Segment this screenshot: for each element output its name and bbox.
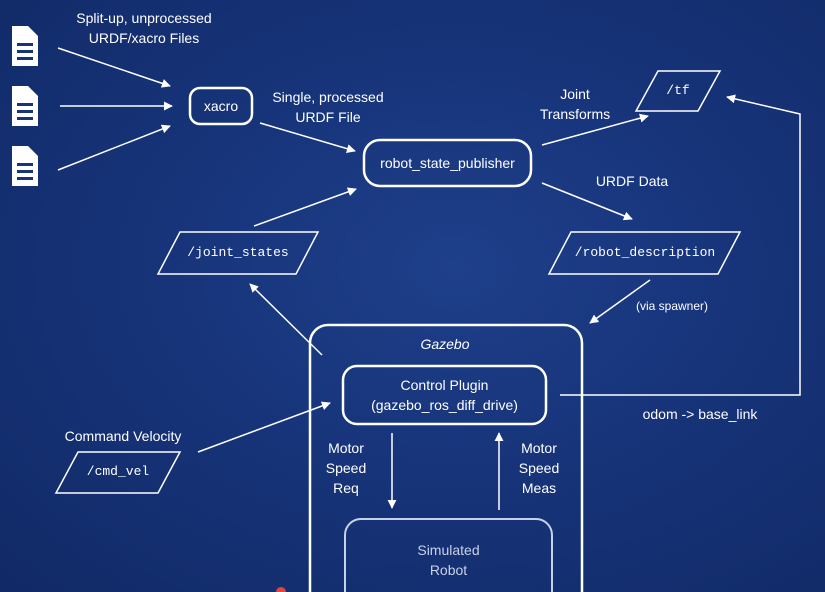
motor-speed-meas-label: Motor Speed Meas — [518, 440, 560, 496]
rsp-node — [362, 138, 533, 188]
gazebo-box — [308, 323, 584, 592]
arrow-odom-to-tf — [560, 94, 801, 396]
control-plugin-label: Control Plugin (gazebo_ros_diff_drive) — [371, 377, 518, 413]
cmd-vel-topic-label: /cmd_vel — [86, 464, 150, 479]
file-icon — [12, 26, 38, 66]
via-spawner-label: (via spawner) — [635, 299, 709, 313]
arrow-xacro-to-rsp — [259, 122, 356, 154]
split-files-label: Split-up, unprocessed URDF/xacro Files — [76, 10, 212, 46]
arrow-robot-description-to-gazebo — [589, 279, 651, 324]
odom-label: odom -> base_link — [642, 406, 758, 422]
motor-speed-req-label: Motor Speed Req — [325, 440, 367, 496]
rsp-label: robot_state_publisher — [380, 155, 515, 171]
joint-transforms-label: Joint Transforms — [539, 86, 611, 122]
robot-description-topic-label: /robot_description — [574, 245, 716, 260]
arrow-rsp-to-robot-description — [541, 182, 633, 221]
simulated-robot-node — [344, 518, 553, 592]
cursor-dot — [276, 587, 286, 592]
urdf-data-label: URDF Data — [595, 173, 669, 189]
file-icon — [12, 146, 38, 186]
arrow-file3-to-xacro — [57, 124, 171, 171]
single-file-label: Single, processed URDF File — [272, 89, 384, 125]
arrow-rsp-to-tf — [541, 113, 649, 146]
gazebo-title: Gazebo — [420, 336, 470, 352]
tf-topic — [634, 70, 722, 112]
control-plugin-node — [341, 364, 548, 426]
joint-states-topic — [156, 231, 320, 275]
cmd-vel-topic — [54, 451, 182, 494]
file-icon — [12, 86, 38, 126]
arrow-cmd-vel-to-control-plugin — [197, 401, 331, 453]
tf-topic-label: /tf — [666, 83, 690, 98]
arrow-joint-states-to-rsp — [253, 187, 357, 227]
joint-states-topic-label: /joint_states — [187, 245, 289, 260]
xacro-node — [188, 86, 254, 126]
arrow-file1-to-xacro — [57, 47, 171, 88]
command-velocity-label: Command Velocity — [64, 428, 182, 444]
xacro-label: xacro — [203, 98, 239, 114]
simulated-robot-label: Simulated Robot — [417, 542, 480, 578]
robot-description-topic — [547, 231, 742, 275]
